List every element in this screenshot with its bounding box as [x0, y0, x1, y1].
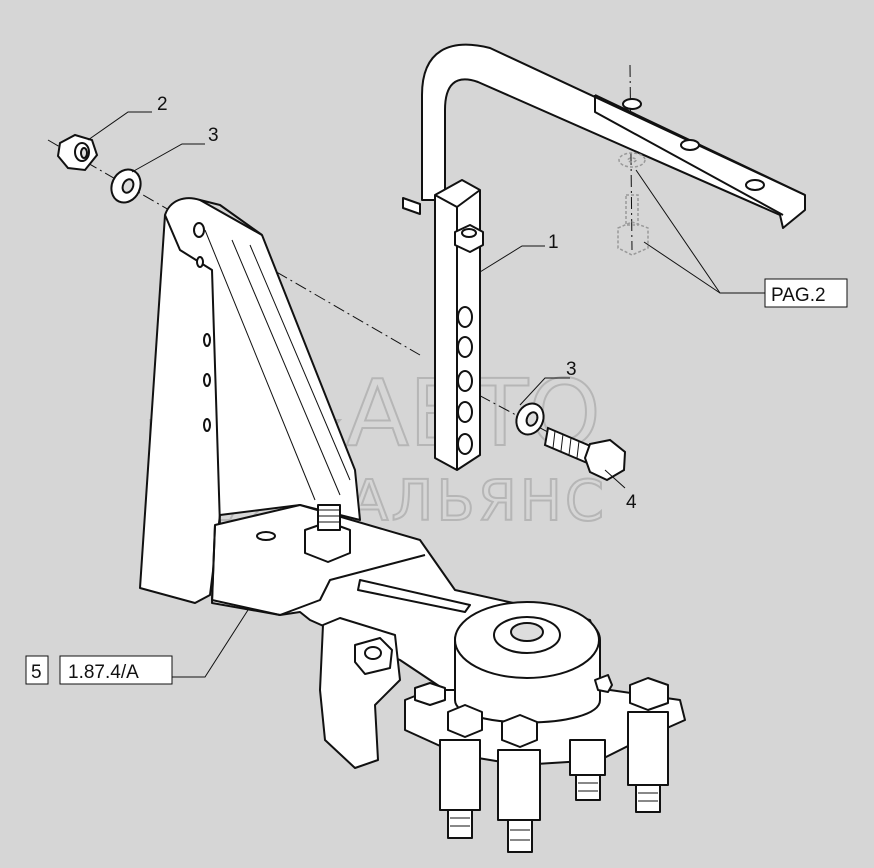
- part-3-washer-mid: [515, 402, 545, 436]
- hub-assembly: [404, 601, 686, 853]
- leader-lines: [87, 111, 765, 678]
- link-reference: 1.87.4/A: [68, 662, 139, 683]
- link-number: 5: [31, 662, 42, 683]
- lower-clamp: [319, 617, 401, 769]
- pag2-hardware-ghost: [617, 152, 649, 256]
- callout-4: 4: [626, 492, 637, 513]
- pag2-label: PAG.2: [771, 285, 826, 306]
- pag2-reference[interactable]: PAG.2: [764, 278, 848, 308]
- part-4-bolt: [543, 426, 627, 482]
- part-3-washer-top: [110, 168, 142, 204]
- watermark-line2: АЛЬЯНС: [350, 469, 607, 534]
- callout-3-mid: 3: [566, 359, 577, 380]
- callout-3-top: 3: [208, 125, 219, 146]
- cross-reference-link[interactable]: 5 1.87.4/A: [25, 655, 173, 685]
- callout-2: 2: [157, 94, 168, 115]
- part-2-nut: [56, 133, 99, 172]
- main-mount-bracket: [139, 197, 361, 604]
- part-1-bent-bracket: [402, 43, 806, 471]
- callout-labels: 2 3 1 3 4: [157, 94, 637, 513]
- callout-1: 1: [548, 232, 559, 253]
